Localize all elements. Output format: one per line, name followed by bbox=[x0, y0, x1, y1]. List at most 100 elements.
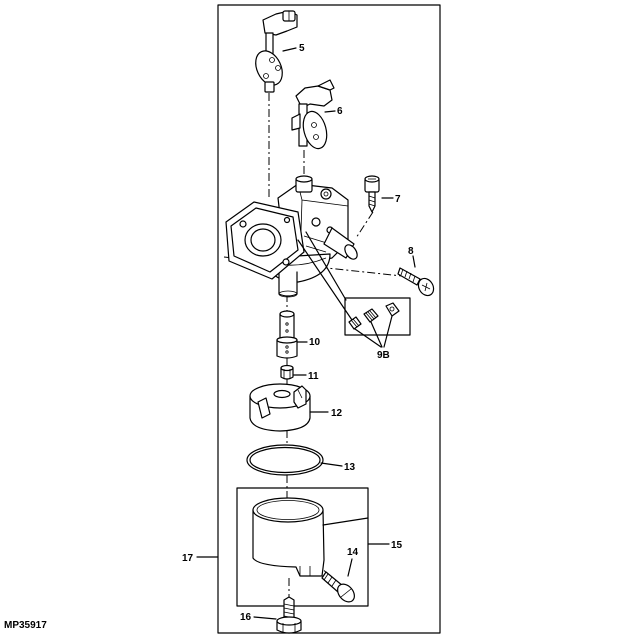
inset-9b-jet-1-thread bbox=[350, 318, 360, 328]
part-15-boss bbox=[299, 566, 311, 576]
part-16-leader bbox=[253, 616, 277, 620]
inset-9b-leader-top bbox=[305, 231, 347, 301]
part-7-screw: 7 bbox=[364, 175, 401, 213]
part-12-float: 12 bbox=[249, 383, 343, 432]
carburetor-body bbox=[225, 175, 358, 324]
figure-id: MP35917 bbox=[4, 620, 47, 631]
callout-15: 15 bbox=[391, 540, 403, 551]
part-10-hole bbox=[285, 329, 289, 333]
callout-8: 8 bbox=[408, 246, 414, 257]
part-8-screw: 8 bbox=[397, 246, 435, 297]
inset-9b-leader bbox=[354, 328, 382, 348]
flange-bolt-hole bbox=[239, 220, 247, 228]
flange-bore-inner bbox=[250, 228, 276, 252]
callout-12: 12 bbox=[331, 408, 343, 419]
part-12-hinge bbox=[293, 385, 307, 409]
callout-6: 6 bbox=[337, 106, 343, 117]
flange-bolt-hole bbox=[282, 258, 290, 266]
part-15-body bbox=[252, 509, 325, 577]
part-5-leader bbox=[282, 47, 297, 52]
part-14-thread bbox=[323, 573, 337, 587]
part-15-leader-inner bbox=[322, 517, 369, 526]
bowl-assembly-box bbox=[236, 487, 369, 607]
part-16-thread bbox=[283, 603, 295, 619]
part-6-leader bbox=[324, 110, 336, 113]
part-7-thread bbox=[368, 195, 376, 207]
part-10-collar-top bbox=[276, 336, 298, 344]
part-8-thread bbox=[400, 268, 416, 283]
part-5-bushing bbox=[264, 81, 275, 93]
part-10-top bbox=[279, 310, 295, 318]
body-side-port bbox=[311, 217, 321, 227]
part-10-hole bbox=[285, 350, 289, 354]
callout-17-group: 17 bbox=[182, 553, 219, 564]
part-5-plate-hole bbox=[269, 57, 275, 63]
part-5-plate-hole bbox=[275, 65, 281, 71]
part-11-flats bbox=[283, 369, 291, 379]
callout-16: 16 bbox=[240, 612, 252, 623]
part-6-clip bbox=[291, 113, 301, 131]
part-10-tube: 10 bbox=[276, 310, 321, 359]
part-5-choke-shaft: 5 bbox=[255, 10, 305, 93]
flange-bolt-hole bbox=[283, 216, 291, 224]
body-top-boss-cap bbox=[295, 175, 313, 183]
part-15-rim-inner bbox=[256, 500, 320, 520]
diagram-frame bbox=[217, 4, 441, 634]
inset-9b-leader bbox=[370, 321, 383, 348]
part-16-bolt: 16 bbox=[240, 596, 302, 634]
part-6-plate-screw bbox=[313, 134, 319, 140]
callout-17: 17 bbox=[182, 553, 194, 564]
part-14-slot bbox=[340, 588, 352, 598]
part-16-head-flats bbox=[282, 623, 296, 633]
callout-9b: 9B bbox=[377, 350, 390, 361]
inset-9b-jet-3-hole bbox=[389, 306, 395, 312]
callout-13: 13 bbox=[344, 462, 356, 473]
part-12-hinge-pin bbox=[297, 389, 303, 399]
body-top-port bbox=[320, 188, 332, 200]
part-10-hole bbox=[285, 322, 289, 326]
part-12-center-hole bbox=[273, 389, 291, 399]
inset-9b-jet-2-spring bbox=[365, 310, 377, 321]
inset-9b-jet-1 bbox=[348, 316, 362, 330]
part-16-head-top bbox=[276, 616, 302, 626]
centerline-part-7 bbox=[355, 211, 374, 239]
inset-9b-jet-3 bbox=[385, 302, 400, 317]
part-11-top bbox=[280, 364, 294, 372]
callout-11: 11 bbox=[308, 371, 319, 382]
callout-10: 10 bbox=[309, 337, 321, 348]
nozzle-stem-end bbox=[278, 290, 298, 298]
part-5-plate-hole bbox=[263, 73, 269, 79]
part-14-leader bbox=[347, 558, 353, 577]
callout-7: 7 bbox=[395, 194, 401, 205]
part-8-head-cross bbox=[421, 282, 431, 292]
part-13-leader bbox=[320, 462, 343, 467]
part-14-bowl-screw: 14 bbox=[321, 547, 359, 603]
fuel-inlet-end bbox=[344, 244, 358, 260]
part-5-choke-plate bbox=[255, 50, 283, 86]
part-13-ring-outer bbox=[246, 444, 324, 476]
nozzle-stem bbox=[278, 271, 298, 297]
callout-5: 5 bbox=[299, 43, 305, 54]
part-13-ring-inner bbox=[249, 446, 321, 474]
part-12-slot bbox=[257, 397, 271, 419]
part-8-leader bbox=[412, 255, 416, 268]
inset-9b-leader bbox=[383, 315, 393, 348]
part-10-hole bbox=[285, 345, 289, 349]
part-7-shank bbox=[368, 191, 376, 213]
part-8-shank bbox=[397, 267, 421, 286]
inset-9b-box bbox=[344, 297, 411, 336]
part-6-lever-tab bbox=[317, 79, 335, 91]
centerline-part-8 bbox=[223, 256, 403, 277]
part-13-o-ring: 13 bbox=[246, 444, 356, 476]
inset-9b: 9B bbox=[344, 297, 411, 361]
body-top-port-inner bbox=[323, 191, 329, 197]
part-10-collar bbox=[276, 339, 298, 359]
callout-14: 14 bbox=[347, 547, 359, 558]
part-6-throttle-plate bbox=[302, 110, 328, 150]
part-15-float-bowl: 15 bbox=[252, 497, 403, 577]
part-6-plate-screw bbox=[311, 122, 317, 128]
mounting-flange-front bbox=[230, 207, 299, 273]
part-6-throttle-shaft: 6 bbox=[291, 79, 343, 150]
part-11-jet: 11 bbox=[280, 364, 319, 382]
